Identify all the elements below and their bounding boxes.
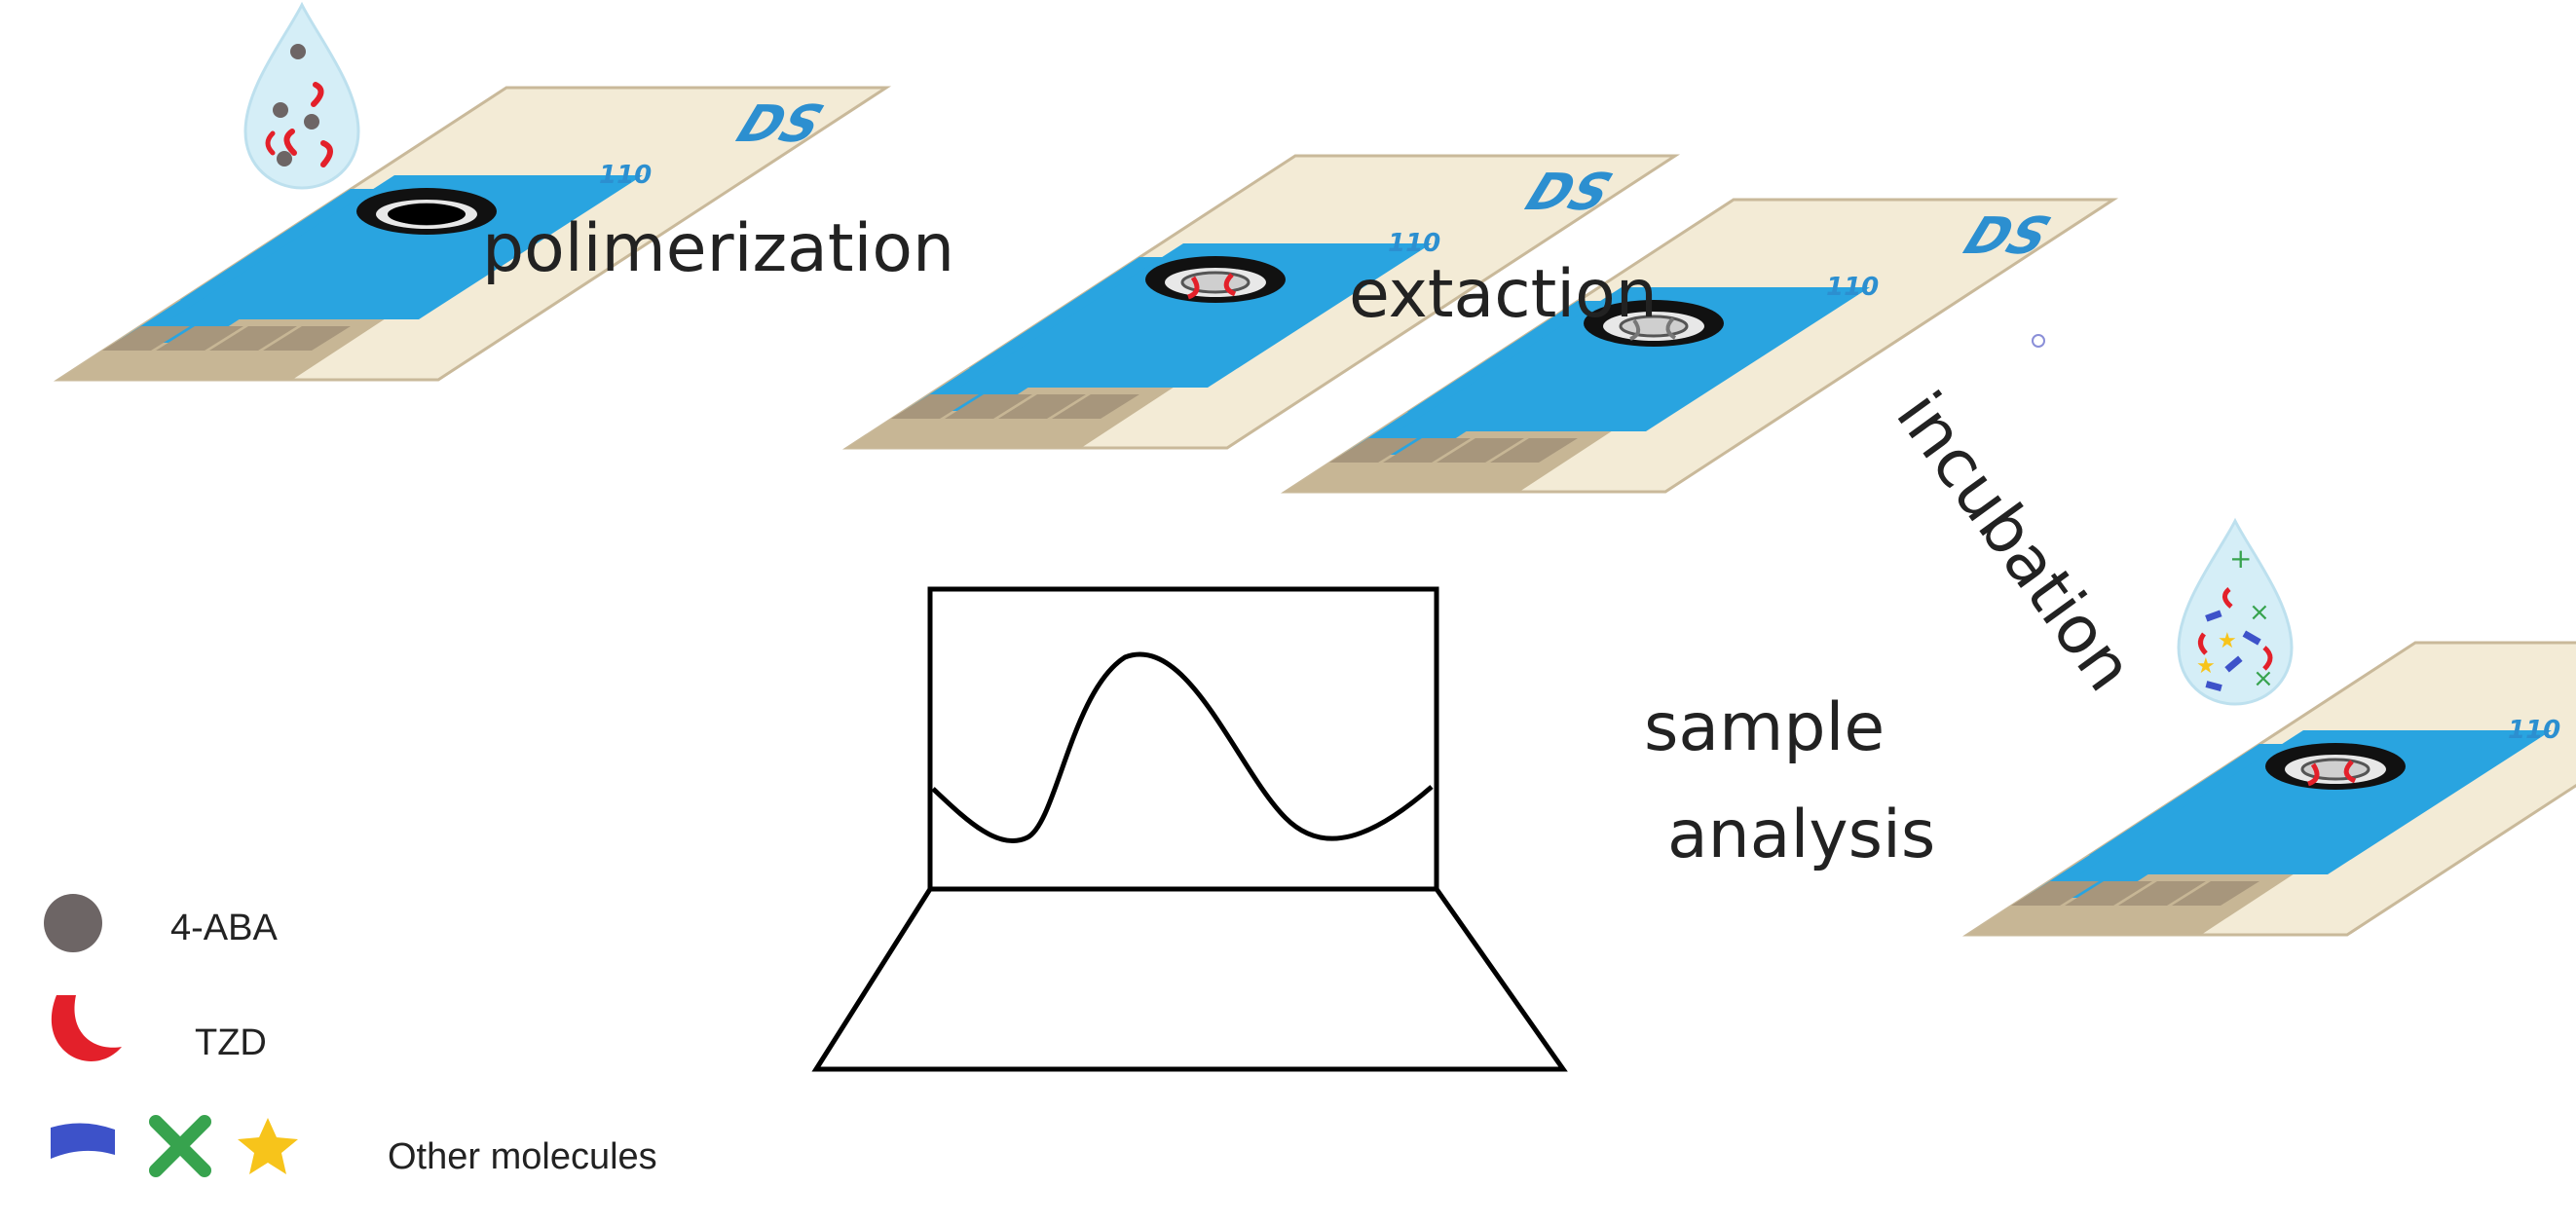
step-label-analysis: analysis	[1667, 797, 1935, 873]
laptop-icon	[811, 586, 1568, 1072]
svg-text:★: ★	[2218, 629, 2237, 653]
sample-drop-icon	[243, 3, 360, 190]
step-label-sample: sample	[1644, 689, 1885, 766]
aba-molecule-icon	[44, 894, 102, 952]
step-label-polymerization: polimerization	[482, 210, 954, 287]
legend: 4-ABA TZD Other molecules	[44, 894, 657, 1177]
electrode-strip-4: + × ★ ★ ×	[1965, 519, 2576, 937]
legend-label-aba: 4-ABA	[170, 908, 278, 948]
voltammogram-icon	[931, 651, 1434, 844]
legend-label-tzd: TZD	[195, 1022, 267, 1063]
svg-text:×: ×	[2249, 598, 2270, 627]
svg-text:+: +	[2229, 542, 2252, 575]
electrode-strip-3	[1284, 198, 2115, 494]
stray-marker	[2032, 334, 2045, 348]
laptop-base	[811, 886, 1568, 1072]
tzd-molecule-icon	[51, 995, 122, 1061]
svg-text:★: ★	[2196, 654, 2216, 679]
laptop-screen	[927, 586, 1439, 892]
svg-text:×: ×	[2253, 664, 2274, 693]
electrode-strip-2	[845, 154, 1677, 450]
legend-label-other: Other molecules	[388, 1136, 657, 1177]
electrode-strip-1	[56, 3, 888, 382]
sample-drop-icon: + × ★ ★ ×	[2177, 519, 2294, 706]
other-molecule-icons	[51, 1115, 298, 1177]
step-label-extraction: extaction	[1349, 256, 1658, 333]
step-label-incubation: incubation	[1881, 379, 2147, 706]
